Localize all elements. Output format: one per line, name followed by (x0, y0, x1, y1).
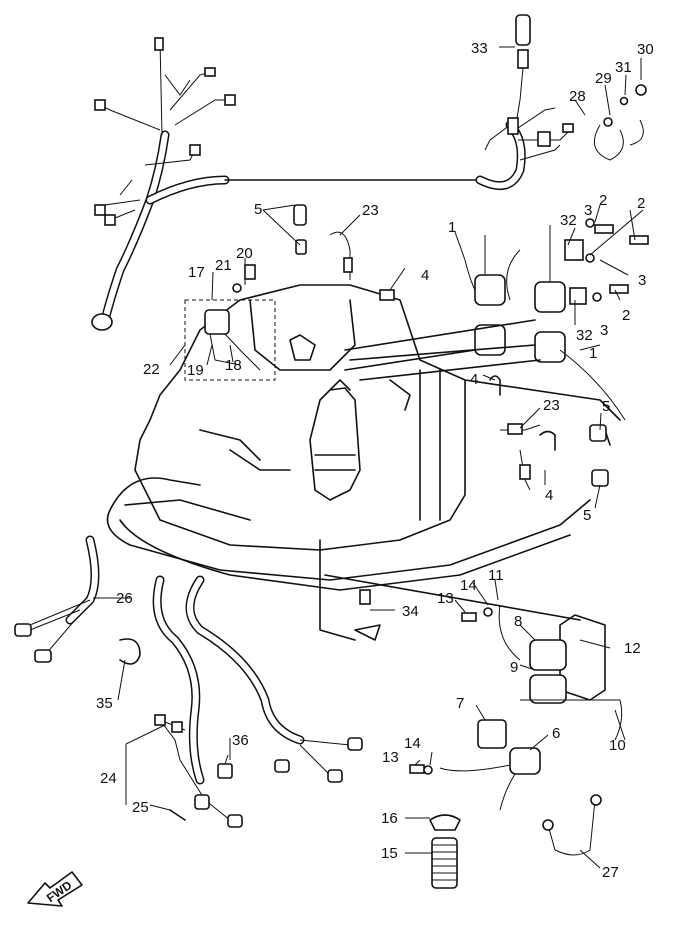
callout-19: 19 (187, 362, 204, 379)
callout-9: 9 (510, 659, 518, 676)
callout-33: 33 (471, 40, 488, 57)
callout-1: 1 (589, 345, 597, 362)
callout-4: 4 (421, 267, 429, 284)
callout-30: 30 (637, 41, 654, 58)
callout-23: 23 (543, 397, 560, 414)
callout-5: 5 (583, 507, 591, 524)
callout-1: 1 (448, 219, 456, 236)
callout-32: 32 (560, 212, 577, 229)
callout-5: 5 (254, 201, 262, 218)
callout-27: 27 (602, 864, 619, 881)
cable-clamps (379, 289, 556, 451)
callout-36: 36 (232, 732, 249, 749)
ignition-coils (344, 225, 626, 421)
callout-4: 4 (470, 371, 478, 388)
rectifier-regulator (498, 604, 623, 741)
callout-numbers: 1 1 2 2 2 3 3 3 4 4 4 5 5 5 6 7 8 9 10 1… (96, 40, 654, 881)
sub-wire-harness (475, 14, 647, 191)
remote-control-harness (152, 575, 363, 828)
callout-3: 3 (584, 202, 592, 219)
callout-11: 11 (488, 567, 504, 584)
wire-clip (119, 638, 141, 665)
callout-10: 10 (609, 737, 626, 754)
callout-13: 13 (382, 749, 399, 766)
callout-29: 29 (595, 70, 612, 87)
callout-26: 26 (116, 590, 133, 607)
small-bolts (354, 589, 493, 775)
leader-lines (29, 46, 644, 869)
main-wire-harness (91, 37, 481, 331)
callout-35: 35 (96, 695, 113, 712)
callout-15: 15 (381, 845, 398, 862)
starter-solenoid (184, 299, 276, 381)
callout-31: 31 (615, 59, 632, 76)
callout-12: 12 (624, 640, 641, 657)
callout-32: 32 (576, 327, 593, 344)
battery-cable (14, 535, 100, 663)
callout-17: 17 (188, 264, 205, 281)
callout-2: 2 (622, 307, 630, 324)
bottom-cowling (106, 477, 591, 591)
starter-motor (309, 379, 361, 501)
callout-18: 18 (225, 357, 242, 374)
callout-8: 8 (514, 613, 522, 630)
callout-7: 7 (456, 695, 464, 712)
callout-5: 5 (602, 398, 610, 415)
callout-4: 4 (545, 487, 553, 504)
callout-2: 2 (637, 195, 645, 212)
callout-25: 25 (132, 799, 149, 816)
callout-22: 22 (143, 361, 160, 378)
callout-23: 23 (362, 202, 379, 219)
relay (439, 719, 541, 811)
diode-assemblies (329, 231, 541, 491)
bolts-washers (232, 218, 649, 305)
callout-24: 24 (100, 770, 117, 787)
callout-20: 20 (236, 245, 253, 262)
callout-28: 28 (569, 88, 586, 105)
callout-16: 16 (381, 810, 398, 827)
callout-3: 3 (600, 322, 608, 339)
callout-14: 14 (404, 735, 421, 752)
callout-13: 13 (437, 590, 454, 607)
neutral-switch (217, 754, 233, 779)
callout-21: 21 (215, 257, 232, 274)
ground-lead (542, 794, 602, 856)
callout-6: 6 (552, 725, 560, 742)
fwd-arrow-icon: FWD (27, 871, 83, 907)
callout-14: 14 (460, 577, 477, 594)
callout-2: 2 (599, 192, 607, 209)
spring-and-band (429, 814, 461, 889)
callout-34: 34 (402, 603, 419, 620)
callout-3: 3 (638, 272, 646, 289)
